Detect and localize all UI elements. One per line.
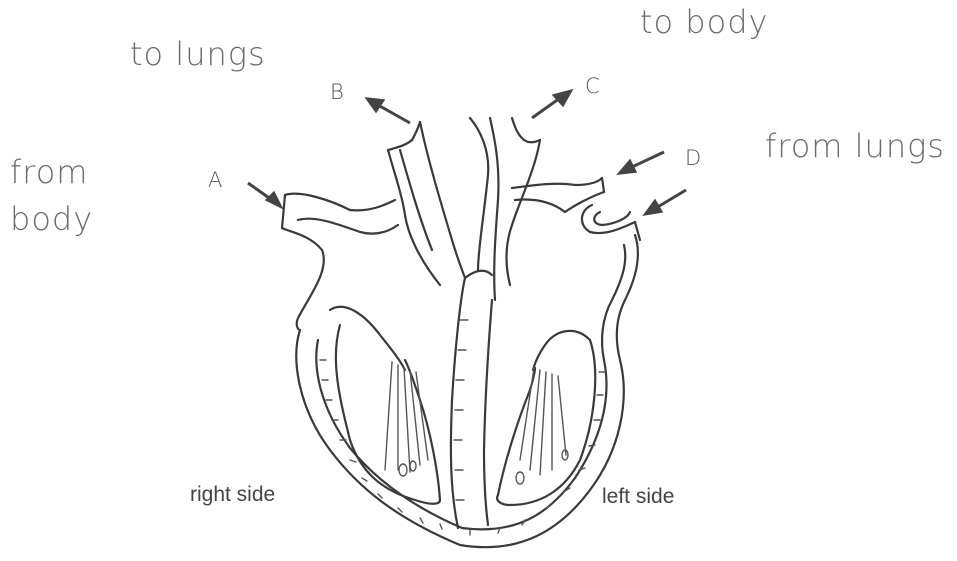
label-from-body-line1: from <box>10 156 88 188</box>
chordae-tendineae-right <box>385 362 428 472</box>
papillary-muscle-left <box>516 472 524 484</box>
chordae-tendineae-left <box>520 368 566 475</box>
label-d: D <box>685 148 701 169</box>
label-to-body: to body <box>640 6 768 38</box>
label-left-side: left side <box>602 486 674 507</box>
label-right-side: right side <box>190 484 275 505</box>
arrow-d-lower <box>644 190 686 215</box>
muscle-texture <box>320 320 605 535</box>
arrow-c <box>532 90 572 118</box>
arrow-d-upper <box>618 152 664 174</box>
label-from-body-line2: body <box>10 203 93 235</box>
label-from-lungs: from lungs <box>765 130 945 162</box>
pulmonary-artery-wall <box>388 122 420 150</box>
vena-cava-wall <box>285 194 395 211</box>
label-c: C <box>585 76 600 97</box>
arrow-a <box>248 183 282 208</box>
septum <box>451 278 465 528</box>
papillary-muscle-right <box>399 464 407 476</box>
label-a: A <box>208 170 222 191</box>
aorta-wall <box>470 118 488 270</box>
label-b: B <box>330 82 344 103</box>
left-atrium-inner <box>533 331 590 370</box>
right-atrium-inner <box>330 307 405 370</box>
label-to-lungs: to lungs <box>130 38 266 70</box>
pulmonary-vein-wall <box>512 178 602 188</box>
heart-outer-wall <box>296 235 638 547</box>
arrow-b <box>366 98 410 123</box>
